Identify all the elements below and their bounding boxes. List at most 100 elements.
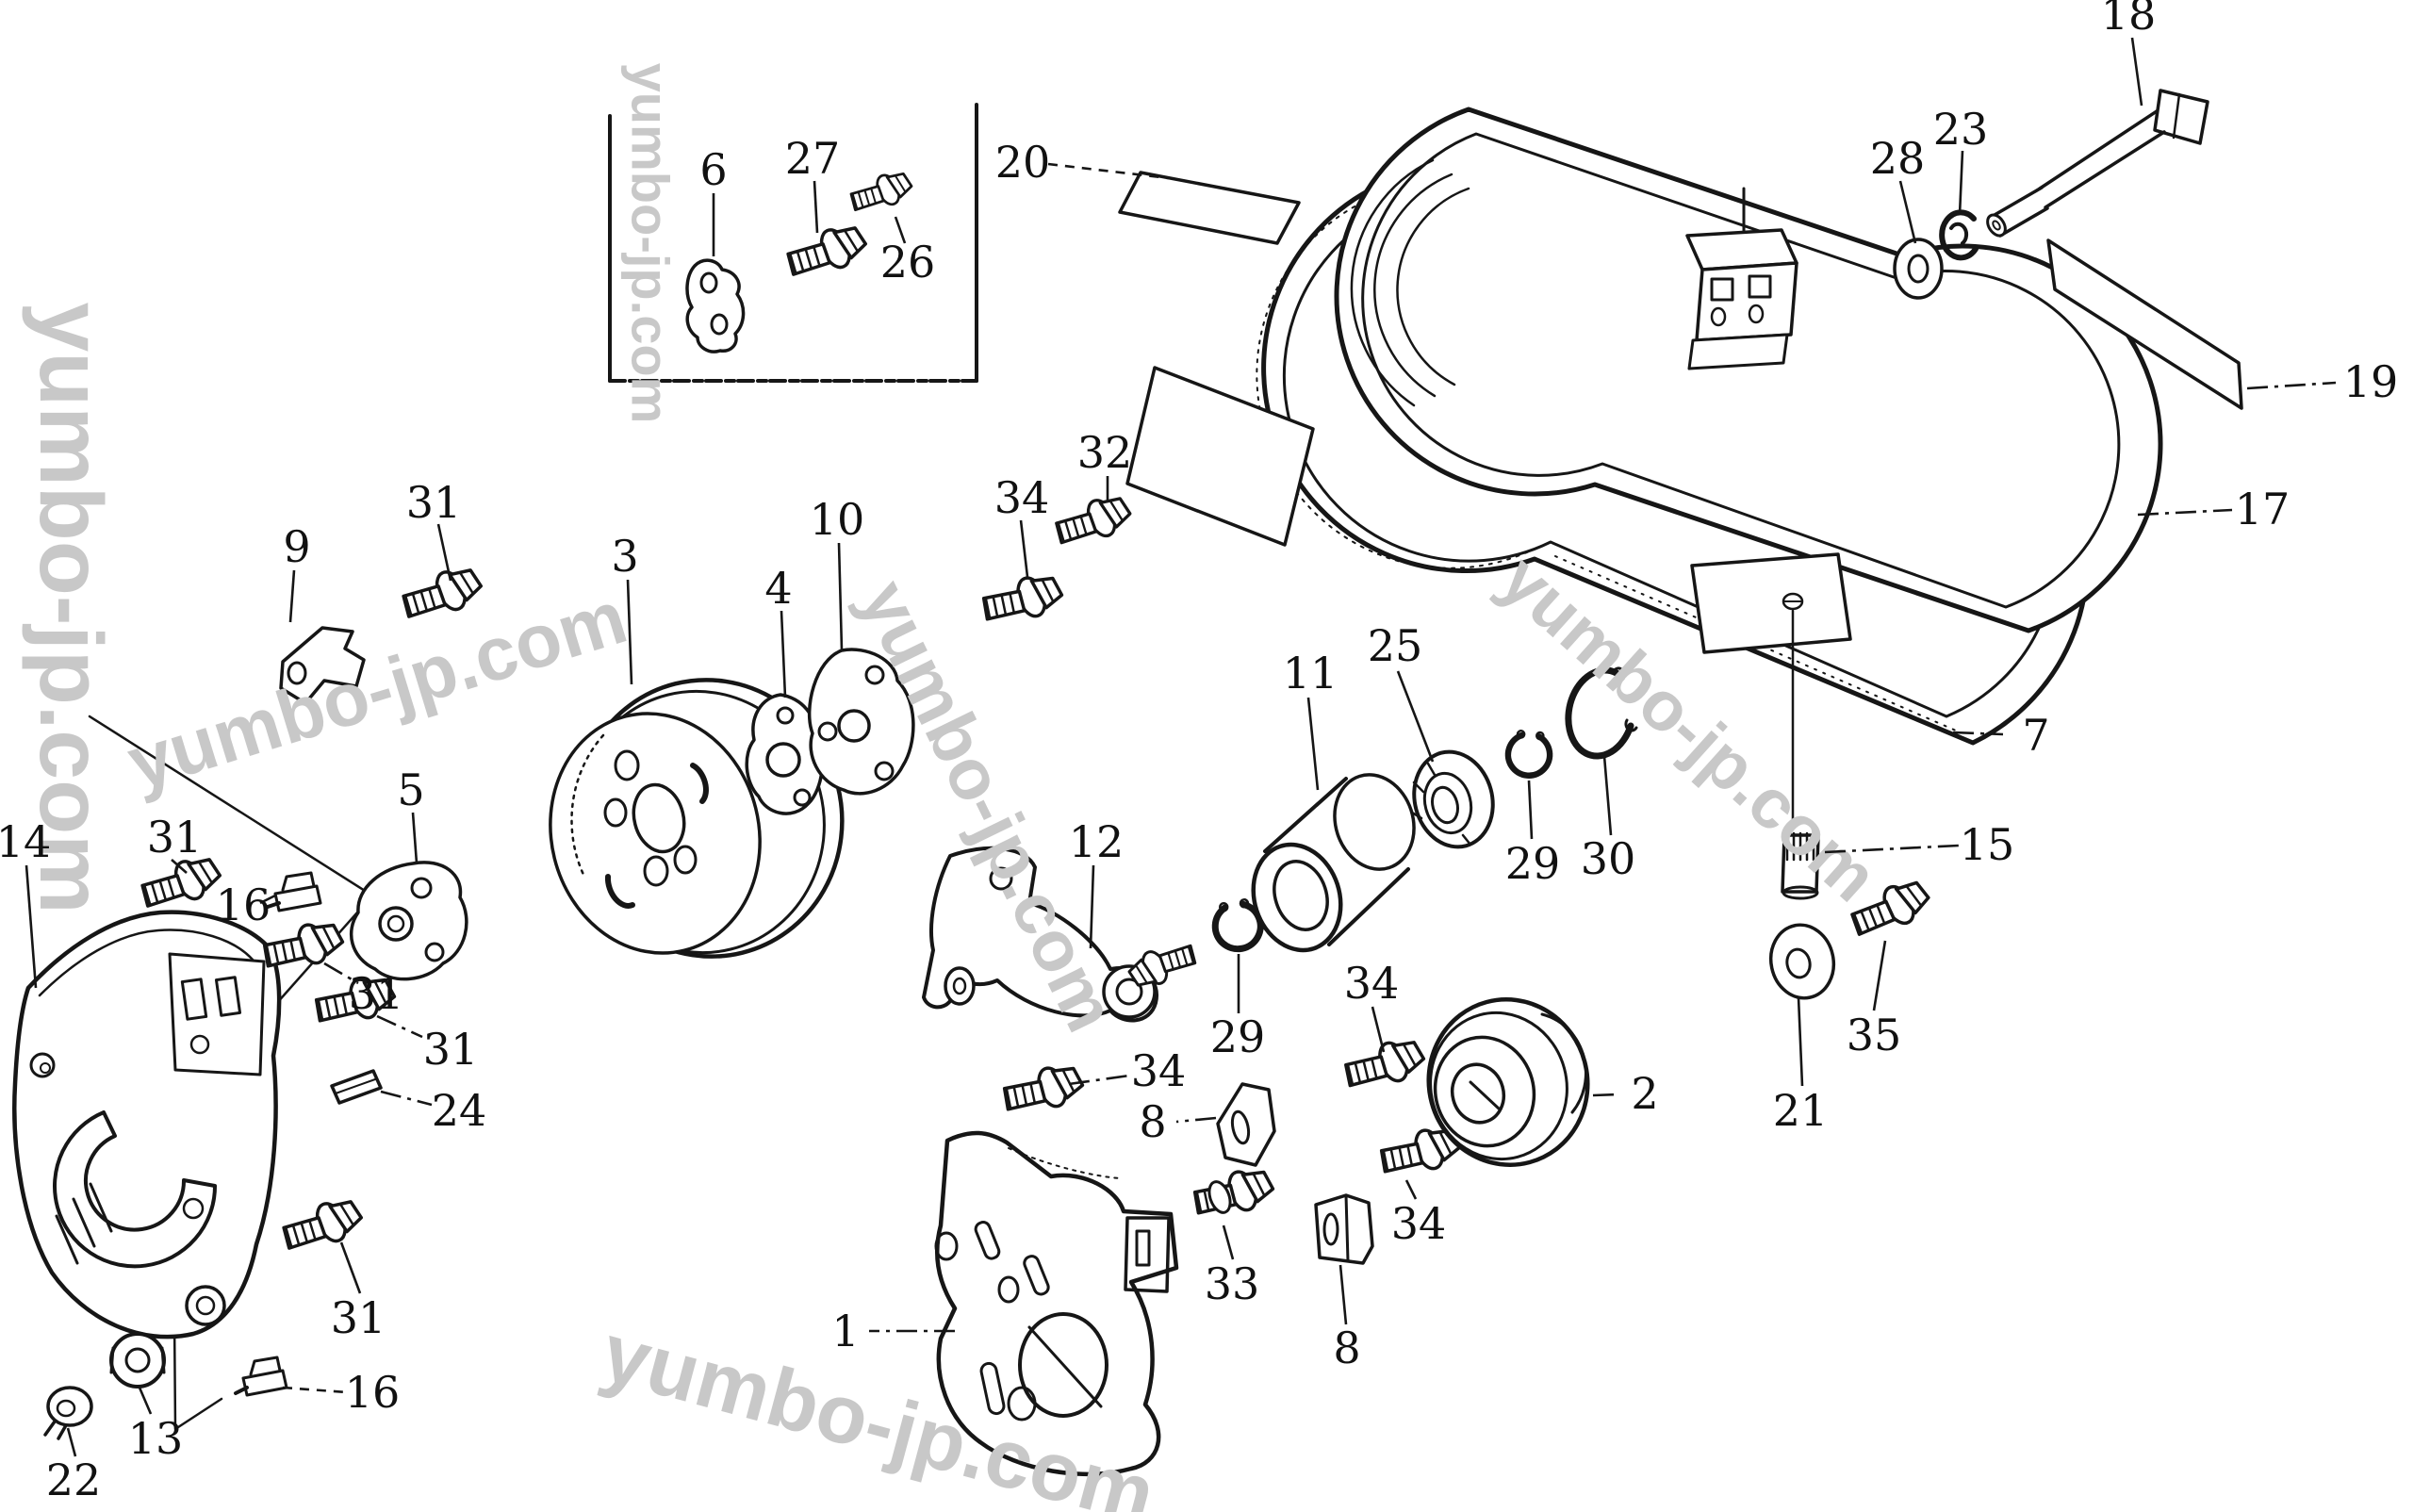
part-callout-34: 34 bbox=[1131, 1045, 1187, 1096]
part-callout-19: 19 bbox=[2343, 356, 2399, 407]
part-8-keeper-drawing bbox=[1314, 1193, 1374, 1265]
leader-line-layer bbox=[25, 37, 2337, 1457]
part-27-bolt-drawing bbox=[780, 216, 873, 289]
part-callout-12: 12 bbox=[1069, 816, 1125, 867]
part-callout-8: 8 bbox=[1333, 1323, 1360, 1373]
leader-line-17 bbox=[2137, 508, 2233, 517]
leader-line-30 bbox=[1602, 755, 1613, 836]
leader-line-8 bbox=[1338, 1264, 1348, 1325]
part-13-nut-drawing bbox=[109, 1332, 166, 1389]
leader-line-3 bbox=[626, 579, 633, 685]
part-10-plate-drawing bbox=[808, 648, 915, 796]
part-callout-29: 29 bbox=[1505, 838, 1561, 889]
part-callout-9: 9 bbox=[283, 521, 310, 572]
leader-line-29 bbox=[1527, 780, 1534, 840]
part-callout-34: 34 bbox=[994, 472, 1050, 523]
leader-line-31 bbox=[436, 523, 452, 582]
leader-line-19 bbox=[2246, 381, 2337, 390]
leader-line-2 bbox=[1592, 1093, 1620, 1097]
part-callout-15: 15 bbox=[1960, 819, 2015, 870]
part-callout-27: 27 bbox=[785, 133, 841, 184]
leader-line-34 bbox=[1068, 1074, 1130, 1086]
part-callout-2: 2 bbox=[1631, 1068, 1658, 1119]
leader-line-34 bbox=[1404, 1179, 1418, 1200]
part-callout-13: 13 bbox=[128, 1413, 184, 1464]
part-callout-5: 5 bbox=[397, 764, 424, 815]
part-callout-1: 1 bbox=[831, 1306, 859, 1356]
part-callout-31: 31 bbox=[147, 812, 203, 863]
part-callout-7: 7 bbox=[2022, 710, 2049, 761]
part-callout-8: 8 bbox=[1139, 1096, 1166, 1147]
leader-line-27 bbox=[813, 180, 819, 234]
part-32-bolt-drawing bbox=[1049, 487, 1137, 557]
part-26-bolt-drawing bbox=[846, 164, 917, 222]
leader-line-4 bbox=[780, 610, 787, 698]
part-callout-28: 28 bbox=[1870, 133, 1926, 184]
part-33-bolt-drawing bbox=[1188, 1160, 1279, 1228]
part-29-clip-drawing bbox=[1504, 728, 1553, 779]
part-31-bolt-drawing bbox=[276, 1190, 369, 1263]
part-30-snap-ring-drawing bbox=[1565, 666, 1638, 760]
part-21-washer-drawing bbox=[1768, 923, 1836, 1000]
leader-line-10 bbox=[837, 542, 844, 651]
leader-line-20 bbox=[1047, 162, 1170, 180]
leader-line-16 bbox=[259, 894, 276, 905]
part-callout-29: 29 bbox=[1210, 1011, 1266, 1062]
leader-line-26 bbox=[894, 216, 907, 244]
part-callout-21: 21 bbox=[1773, 1085, 1829, 1136]
part-14-cover-drawing bbox=[12, 910, 282, 1339]
part-11-roller-drawing bbox=[1251, 773, 1416, 953]
leader-line-12 bbox=[1089, 864, 1095, 949]
label-sticker-20 bbox=[1118, 171, 1301, 245]
part-18-bolt-drawing bbox=[1986, 89, 2209, 238]
part-9-latch-drawing bbox=[279, 626, 366, 705]
leader-line-34 bbox=[1371, 1006, 1386, 1053]
part-callout-31: 31 bbox=[349, 968, 404, 1019]
leader-line-8 bbox=[1175, 1116, 1217, 1124]
part-callout-11: 11 bbox=[1283, 648, 1338, 698]
part-15-pin-drawing bbox=[1781, 831, 1820, 900]
leader-line-25 bbox=[1396, 670, 1435, 763]
leader-line-9 bbox=[288, 569, 296, 623]
leader-line-14 bbox=[25, 864, 38, 989]
part-callout-26: 26 bbox=[880, 237, 936, 288]
watermark-text: yumbo-jp.com bbox=[21, 302, 121, 913]
label-sticker-caution bbox=[1125, 366, 1315, 547]
part-callout-22: 22 bbox=[46, 1454, 102, 1505]
leader-line-31 bbox=[339, 1241, 362, 1294]
part-34-bolt-drawing bbox=[997, 1057, 1089, 1125]
part-25-bearing-drawing bbox=[1410, 749, 1495, 849]
part-24-key-drawing bbox=[330, 1069, 383, 1105]
part-16-clip-drawing bbox=[266, 871, 322, 912]
part-callout-32: 32 bbox=[1077, 427, 1133, 478]
leader-line-15 bbox=[1824, 844, 1960, 854]
part-callout-35: 35 bbox=[1847, 1010, 1902, 1060]
part-callout-31: 31 bbox=[331, 1292, 386, 1343]
part-callout-18: 18 bbox=[2101, 0, 2157, 40]
part-17-case-drawing bbox=[1334, 107, 2163, 830]
part-5-flange-drawing bbox=[350, 861, 468, 981]
part-28-washer-drawing bbox=[1893, 238, 1944, 300]
part-12-bracket-drawing bbox=[922, 846, 1202, 1023]
part-callout-33: 33 bbox=[1205, 1258, 1260, 1309]
leader-line-33 bbox=[1222, 1224, 1235, 1260]
part-callout-6: 6 bbox=[699, 144, 727, 195]
watermark-text: yumbo-jp.com bbox=[119, 575, 636, 806]
watermark-text: yumbo-jp.com bbox=[621, 63, 681, 424]
part-callout-25: 25 bbox=[1368, 620, 1423, 671]
leader-line-31 bbox=[376, 1014, 423, 1039]
part-34-bolt-drawing bbox=[977, 567, 1068, 634]
part-callout-17: 17 bbox=[2235, 484, 2291, 534]
leader-line-28 bbox=[1898, 180, 1917, 244]
part-34-bolt-drawing bbox=[1338, 1030, 1430, 1101]
leader-line-31 bbox=[171, 859, 188, 874]
part-callout-3: 3 bbox=[611, 531, 638, 582]
part-callout-34: 34 bbox=[1344, 958, 1400, 1009]
leader-line-11 bbox=[1306, 697, 1320, 791]
leader-line-31 bbox=[323, 961, 359, 985]
part-8-keeper-drawing bbox=[1216, 1082, 1276, 1167]
leader-line-22 bbox=[66, 1427, 77, 1457]
